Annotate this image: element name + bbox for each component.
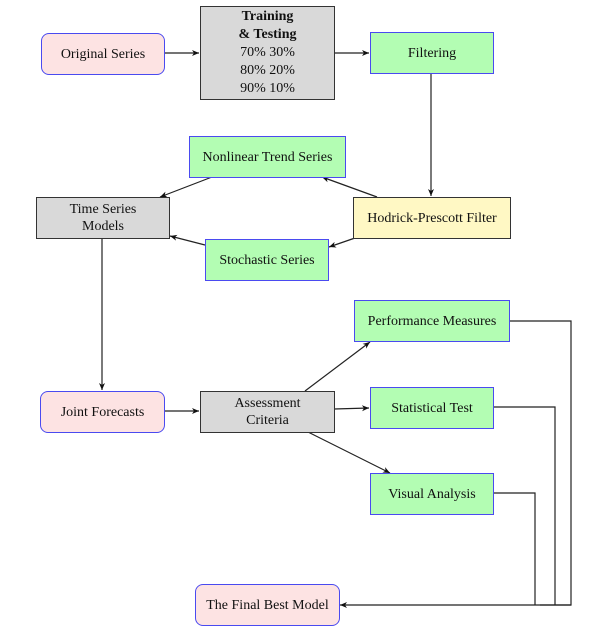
edge-statistical-to-final xyxy=(493,406,556,605)
node-stochastic-series: Stochastic Series xyxy=(205,239,329,281)
split-80-20: 80% 20% xyxy=(240,63,295,78)
node-nonlinear-trend-series: Nonlinear Trend Series xyxy=(189,136,346,178)
split-90-10: 90% 10% xyxy=(240,81,295,96)
node-visual-analysis: Visual Analysis xyxy=(370,473,494,515)
node-original-series: Original Series xyxy=(41,33,165,75)
edge-performance-to-final xyxy=(509,320,572,606)
node-final-best-model: The Final Best Model xyxy=(195,584,340,626)
node-performance-measures: Performance Measures xyxy=(354,300,510,342)
node-label: Performance Measures xyxy=(367,313,497,329)
node-label: Original Series xyxy=(60,46,146,62)
node-label-line1: Time Series xyxy=(69,202,137,217)
node-label: Visual Analysis xyxy=(388,486,476,502)
edge-nonlinear-to-tsm xyxy=(159,176,213,198)
node-label: Hodrick-Prescott Filter xyxy=(367,210,497,226)
node-label: Stochastic Series xyxy=(219,252,315,268)
node-hodrick-prescott-filter: Hodrick-Prescott Filter xyxy=(353,197,511,239)
node-title-line1: Training xyxy=(241,9,294,24)
edge-assessment-to-statistical xyxy=(333,405,370,412)
node-label: Joint Forecasts xyxy=(60,404,145,420)
edge-stochastic-to-tsm xyxy=(169,234,206,246)
node-training-testing: Training & Testing 70% 30% 80% 20% 90% 1… xyxy=(200,6,335,100)
node-label-line2: Models xyxy=(82,219,124,234)
edge-assessment-to-performance xyxy=(304,341,371,392)
edge-visual-to-final xyxy=(493,492,536,605)
node-joint-forecasts: Joint Forecasts xyxy=(40,391,165,433)
node-time-series-models: Time Series Models xyxy=(36,197,170,239)
node-label: Nonlinear Trend Series xyxy=(202,149,333,165)
node-label-line2: Criteria xyxy=(246,413,289,428)
node-filtering: Filtering xyxy=(370,32,494,74)
edge-hp-to-stochastic xyxy=(328,237,356,248)
node-title-line2: & Testing xyxy=(238,27,297,42)
edge-hp-to-nonlinear xyxy=(321,176,378,198)
node-assessment-criteria: Assessment Criteria xyxy=(200,391,335,433)
split-70-30: 70% 30% xyxy=(240,45,295,60)
node-label: The Final Best Model xyxy=(206,597,329,613)
node-label: Filtering xyxy=(407,45,457,61)
edge-assessment-to-visual xyxy=(307,431,391,474)
node-label-line1: Assessment xyxy=(234,396,301,411)
node-statistical-test: Statistical Test xyxy=(370,387,494,429)
node-label: Statistical Test xyxy=(391,400,473,416)
